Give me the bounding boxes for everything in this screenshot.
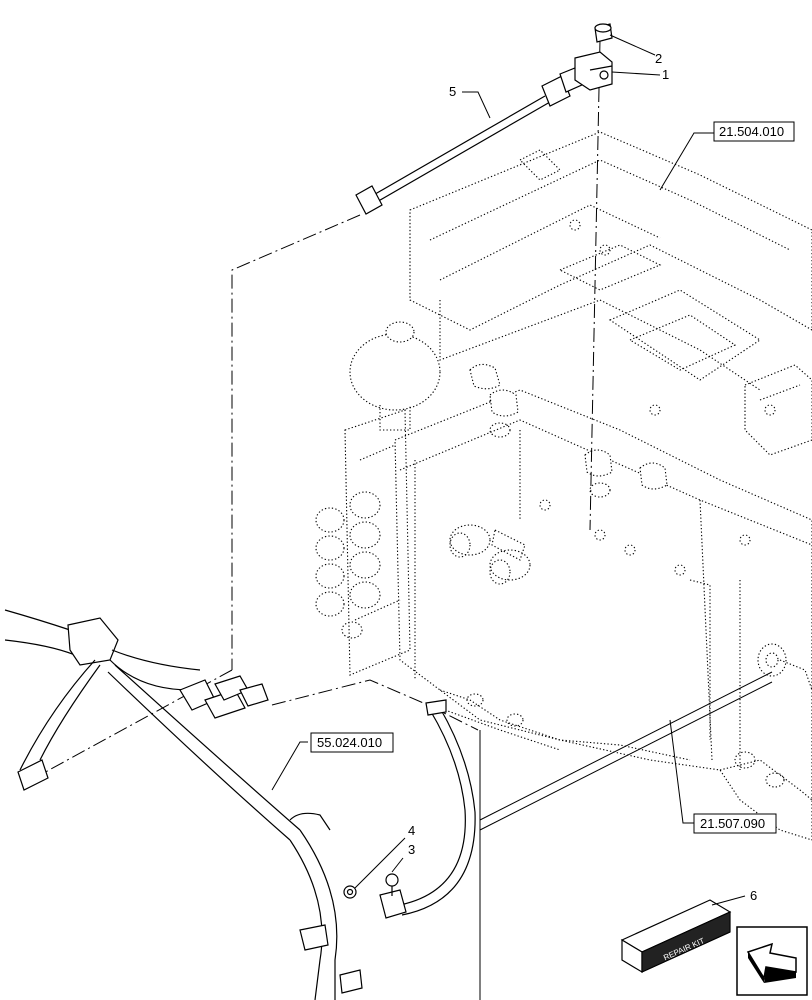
reference-label-21-504-010: 21.504.010 bbox=[719, 124, 784, 139]
valve-block bbox=[315, 321, 441, 676]
callout-5: 5 bbox=[449, 84, 456, 99]
part-6-repair-kit: REPAIR KIT bbox=[620, 899, 732, 974]
part-5-sensor-cable bbox=[355, 65, 585, 215]
callout-4: 4 bbox=[408, 823, 415, 838]
callout-numbers: 1 2 3 4 5 6 bbox=[408, 51, 757, 903]
housing-connectors bbox=[469, 363, 668, 498]
reference-21-504-010[interactable]: 21.504.010 bbox=[713, 121, 795, 142]
part-2-screw bbox=[594, 23, 613, 43]
reference-55-024-010[interactable]: 55.024.010 bbox=[310, 732, 394, 753]
reference-label-21-507-090: 21.507.090 bbox=[700, 816, 765, 831]
callout-6: 6 bbox=[750, 888, 757, 903]
part-1-sensor bbox=[574, 51, 613, 91]
wiring-harness bbox=[4, 609, 363, 1000]
reference-21-507-090[interactable]: 21.507.090 bbox=[693, 813, 777, 834]
reference-label-55-024-010: 55.024.010 bbox=[317, 735, 382, 750]
callout-1: 1 bbox=[662, 67, 669, 82]
return-arrow-icon[interactable] bbox=[736, 926, 808, 996]
transmission-housing bbox=[394, 131, 812, 841]
part-3-ground-cable bbox=[379, 699, 476, 919]
part-4-nut bbox=[343, 885, 357, 899]
callout-3: 3 bbox=[408, 842, 415, 857]
callout-2: 2 bbox=[655, 51, 662, 66]
leader-lines bbox=[271, 34, 773, 1000]
